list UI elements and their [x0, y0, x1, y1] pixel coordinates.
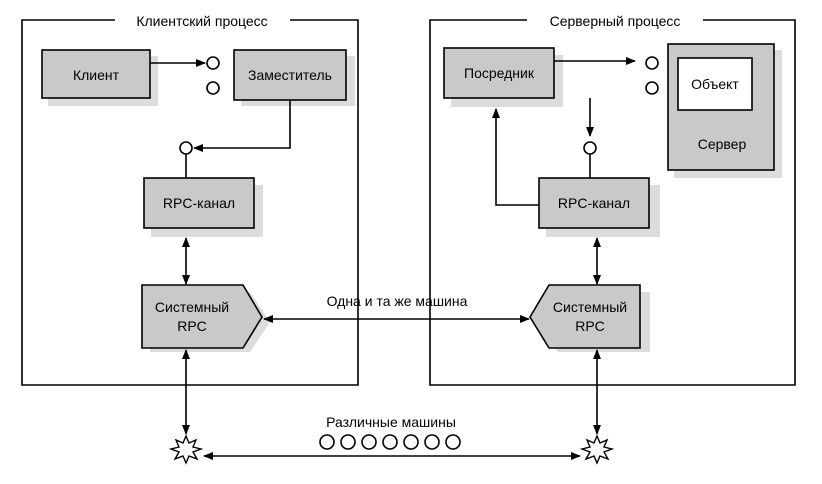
network-packets	[319, 434, 461, 450]
proxy-label: Заместитель	[248, 67, 332, 83]
object-interface-port-2	[645, 81, 659, 95]
server-system-rpc-box: Системный RPC	[529, 284, 650, 352]
proxy-box: Заместитель	[233, 49, 355, 106]
server-rpc-channel-port	[583, 141, 597, 155]
object-label: Объект	[691, 76, 739, 92]
client-network-burst-icon	[168, 434, 204, 465]
client-system-rpc-box: Системный RPC	[141, 284, 270, 352]
server-network-burst-icon	[579, 434, 615, 465]
channel-to-stub-arrow	[492, 108, 539, 206]
client-box: Клиент	[41, 49, 158, 106]
proxy-to-channel-arrow	[193, 100, 291, 152]
server-label: Сервер	[698, 136, 747, 152]
network-packet	[361, 434, 377, 450]
client-system-rpc-label-line2: RPC	[177, 318, 207, 334]
client-rpc-channel-port	[179, 141, 193, 155]
server-box: Объект Сервер	[667, 43, 782, 178]
network-packet	[424, 434, 440, 450]
object-box	[677, 57, 753, 111]
client-system-rpc-label-line1: Системный	[155, 299, 229, 315]
stub-box: Посредник	[443, 47, 563, 107]
same-machine-label: Одна и та же машина	[327, 293, 468, 309]
client-process-title: Клиентский процесс	[136, 13, 267, 29]
client-process-frame: Клиентский процесс	[21, 13, 359, 386]
object-interface-port-1	[645, 56, 659, 70]
server-system-rpc-label-line2: RPC	[575, 318, 605, 334]
network-packet	[382, 434, 398, 450]
server-rpc-channel-label: RPC-канал	[558, 195, 630, 211]
client-rpc-channel-box: RPC-канал	[143, 177, 263, 237]
server-process-frame: Серверный процесс	[429, 13, 796, 386]
proxy-interface-port-1	[206, 56, 220, 70]
server-system-rpc-label-line1: Системный	[553, 299, 627, 315]
client-label: Клиент	[73, 67, 120, 83]
server-rpc-channel-box: RPC-канал	[538, 177, 660, 237]
proxy-interface-port-2	[206, 81, 220, 95]
network-packet	[403, 434, 419, 450]
stub-label: Посредник	[464, 65, 535, 81]
server-process-title: Серверный процесс	[550, 13, 681, 29]
client-rpc-channel-label: RPC-канал	[163, 195, 235, 211]
network-packet	[445, 434, 461, 450]
network-packet	[319, 434, 335, 450]
network-packet	[340, 434, 356, 450]
different-machines-label: Различные машины	[326, 414, 456, 430]
